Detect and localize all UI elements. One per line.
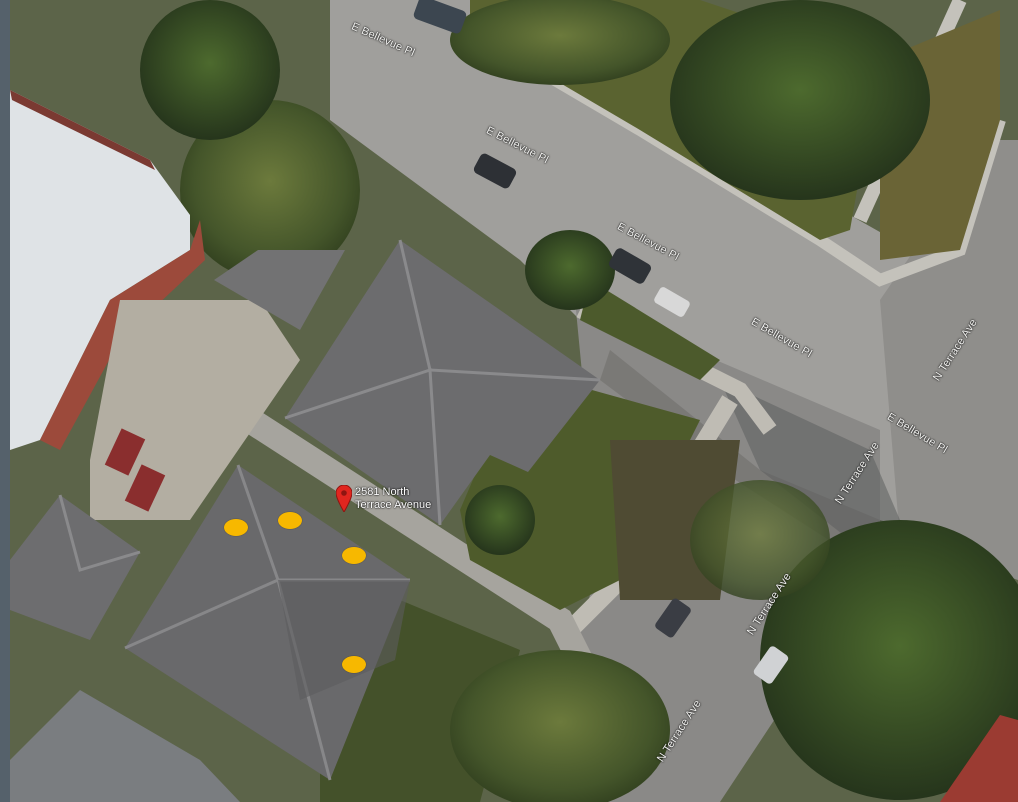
building-white-roof [10,90,190,450]
place-address-line1: 2581 North [355,486,410,498]
map-pin-icon[interactable] [336,485,352,512]
place-address-label[interactable]: 2581 North Terrace Avenue [355,486,431,512]
roof-marker-dot [342,656,366,673]
roof-marker-dot [224,519,248,536]
target-house-roof [125,465,410,780]
roof-marker-dot [342,547,366,564]
place-address-line2: Terrace Avenue [355,499,432,511]
roof-marker-dot [278,512,302,529]
left-edge-strip [0,0,10,802]
tree-canopy [180,100,360,280]
main-house-roof [285,240,600,525]
